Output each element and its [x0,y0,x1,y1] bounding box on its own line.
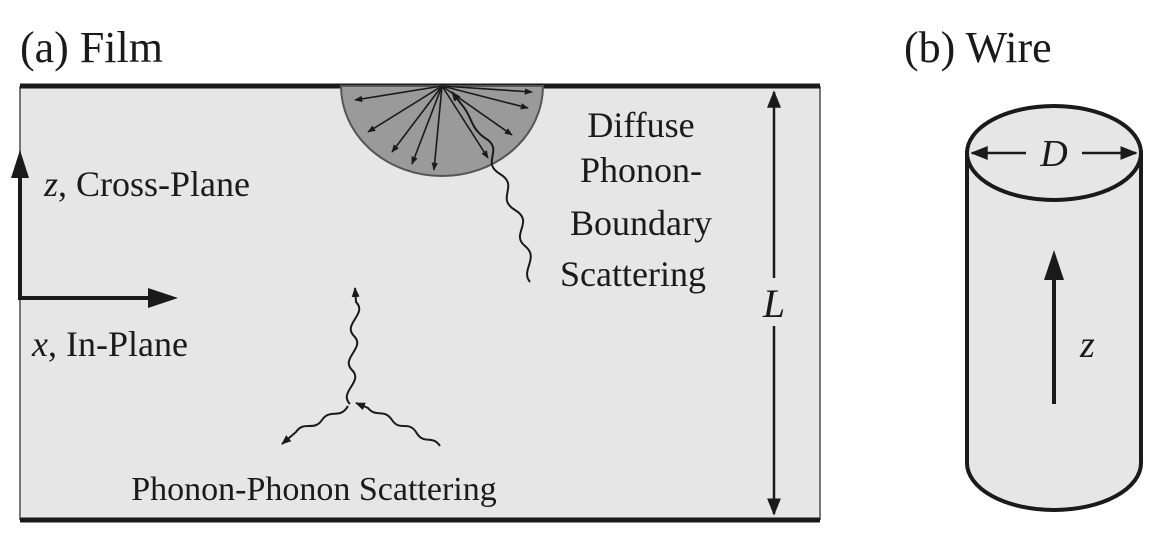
scatter-arrow [367,85,443,133]
phonon-wave-right [355,402,441,447]
scatter-arrow [411,85,443,165]
incident-phonon-wave [451,91,532,283]
z-axis-symbol: z [43,164,58,204]
phonon-phonon-scattering [281,287,441,447]
scatter-arrow [391,85,443,153]
diameter-label: D [1039,133,1067,175]
thickness-dimension [758,90,790,516]
wire-axis-arrowhead [1044,250,1064,280]
diffuse-scattering-region [339,85,545,283]
coordinate-axes [11,150,178,308]
z-axis-arrowhead [11,150,29,178]
z-axis-label: z, Cross-Plane [43,164,250,204]
boundary-scattering-label-line3: Boundary [570,203,712,243]
x-axis-label: x, In-Plane [31,324,188,364]
wire-top-face [965,104,1143,202]
wire-axis-label: z [1079,324,1095,366]
scatter-arrow [441,85,533,95]
x-axis-text: , In-Plane [48,324,188,364]
boundary-scattering-label-line2: Phonon- [580,150,702,190]
phonon-wave-up [345,287,361,405]
thickness-label-gap [758,278,790,326]
scatter-arrow [441,85,529,110]
x-axis-arrowhead [148,288,178,308]
x-axis-symbol: x [31,324,48,364]
scattered-phonon-arrows [354,85,533,171]
phonon-wave-left [281,405,349,445]
z-axis-text: , Cross-Plane [58,164,250,204]
scatter-arrow [441,85,489,159]
boundary-scattering-label-line4: Scattering [560,254,706,294]
thickness-label: L [762,281,785,326]
panel-b-title: (b) Wire [904,23,1052,72]
scatter-arrow [354,85,443,103]
boundary-scattering-label-line1: Diffuse [587,105,694,145]
wire-axis [1044,250,1064,404]
phonon-phonon-scattering-label: Phonon-Phonon Scattering [131,471,496,508]
scatter-arrow [431,85,443,171]
panel-a-title: (a) Film [20,23,163,72]
